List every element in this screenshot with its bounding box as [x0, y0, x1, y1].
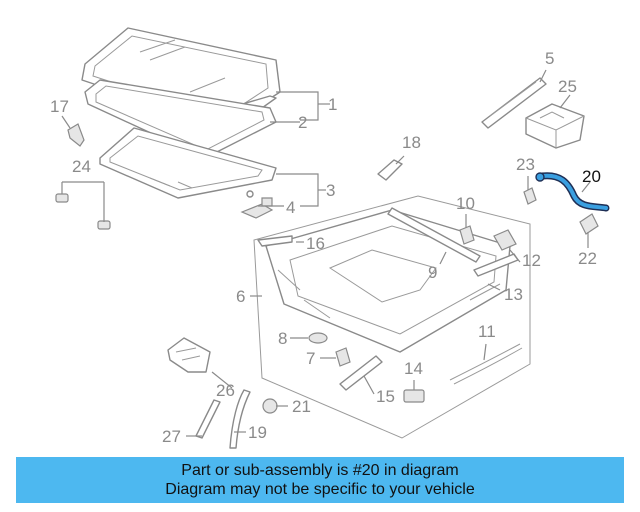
callout-labels: 1 2 3 4 5 6 7 8 9 10 11 12 13 14 15 16 1…	[50, 49, 601, 446]
callout-4: 4	[286, 198, 295, 217]
callout-26: 26	[216, 381, 235, 400]
part-16-rail	[257, 235, 293, 247]
callout-27: 27	[162, 427, 181, 446]
callout-19: 19	[248, 423, 267, 442]
callout-11: 11	[478, 322, 496, 341]
part-12-bracket	[493, 229, 517, 251]
part-21-grommet	[262, 398, 278, 414]
part-27-hose	[195, 399, 221, 439]
part-26-motor	[167, 337, 211, 373]
part-3-sunshade	[99, 127, 277, 199]
callout-12: 12	[522, 251, 541, 270]
callout-10: 10	[456, 194, 475, 213]
callout-21: 21	[292, 397, 311, 416]
callout-1: 1	[328, 95, 337, 114]
part-7-clip	[335, 347, 351, 367]
callout-3: 3	[326, 181, 335, 200]
part-25-kit-box	[525, 103, 585, 149]
part-9-crossbar	[387, 207, 481, 263]
callout-23: 23	[516, 155, 535, 174]
part-11-cable	[449, 343, 523, 385]
info-banner: Part or sub-assembly is #20 in diagram D…	[16, 457, 624, 503]
info-banner-background	[16, 457, 624, 503]
part-24-plugs	[55, 193, 111, 230]
part-15-lever	[339, 355, 383, 391]
part-4-brackets	[240, 190, 274, 219]
callout-8: 8	[278, 329, 287, 348]
callout-5: 5	[545, 49, 554, 68]
part-22-grommet	[579, 213, 599, 235]
callout-16: 16	[306, 234, 325, 253]
part-14-block	[403, 389, 425, 403]
part-20-drain-hose	[535, 172, 610, 212]
callout-2: 2	[298, 113, 307, 132]
callout-7: 7	[306, 349, 315, 368]
callout-6: 6	[236, 287, 245, 306]
part-8-grommet	[308, 332, 328, 344]
callout-13: 13	[504, 285, 523, 304]
callout-18: 18	[402, 133, 421, 152]
part-19-hose	[229, 389, 251, 449]
callout-22: 22	[578, 249, 597, 268]
callout-25: 25	[558, 77, 577, 96]
part-18-clip	[377, 159, 403, 181]
part-5-rail	[481, 77, 547, 129]
callout-14: 14	[404, 359, 423, 378]
banner-line-part-info: Part or sub-assembly is #20 in diagram	[181, 462, 459, 479]
callout-15: 15	[376, 387, 395, 406]
callout-24: 24	[72, 157, 91, 176]
callout-9: 9	[428, 263, 437, 282]
part-17-clip	[67, 123, 85, 147]
callout-20: 20	[582, 167, 601, 186]
part-10-bracket	[459, 225, 475, 245]
callout-17: 17	[50, 97, 69, 116]
part-23-clip	[523, 187, 537, 205]
leader-lines	[61, 69, 591, 437]
banner-line-disclaimer: Diagram may not be specific to your vehi…	[165, 481, 475, 498]
